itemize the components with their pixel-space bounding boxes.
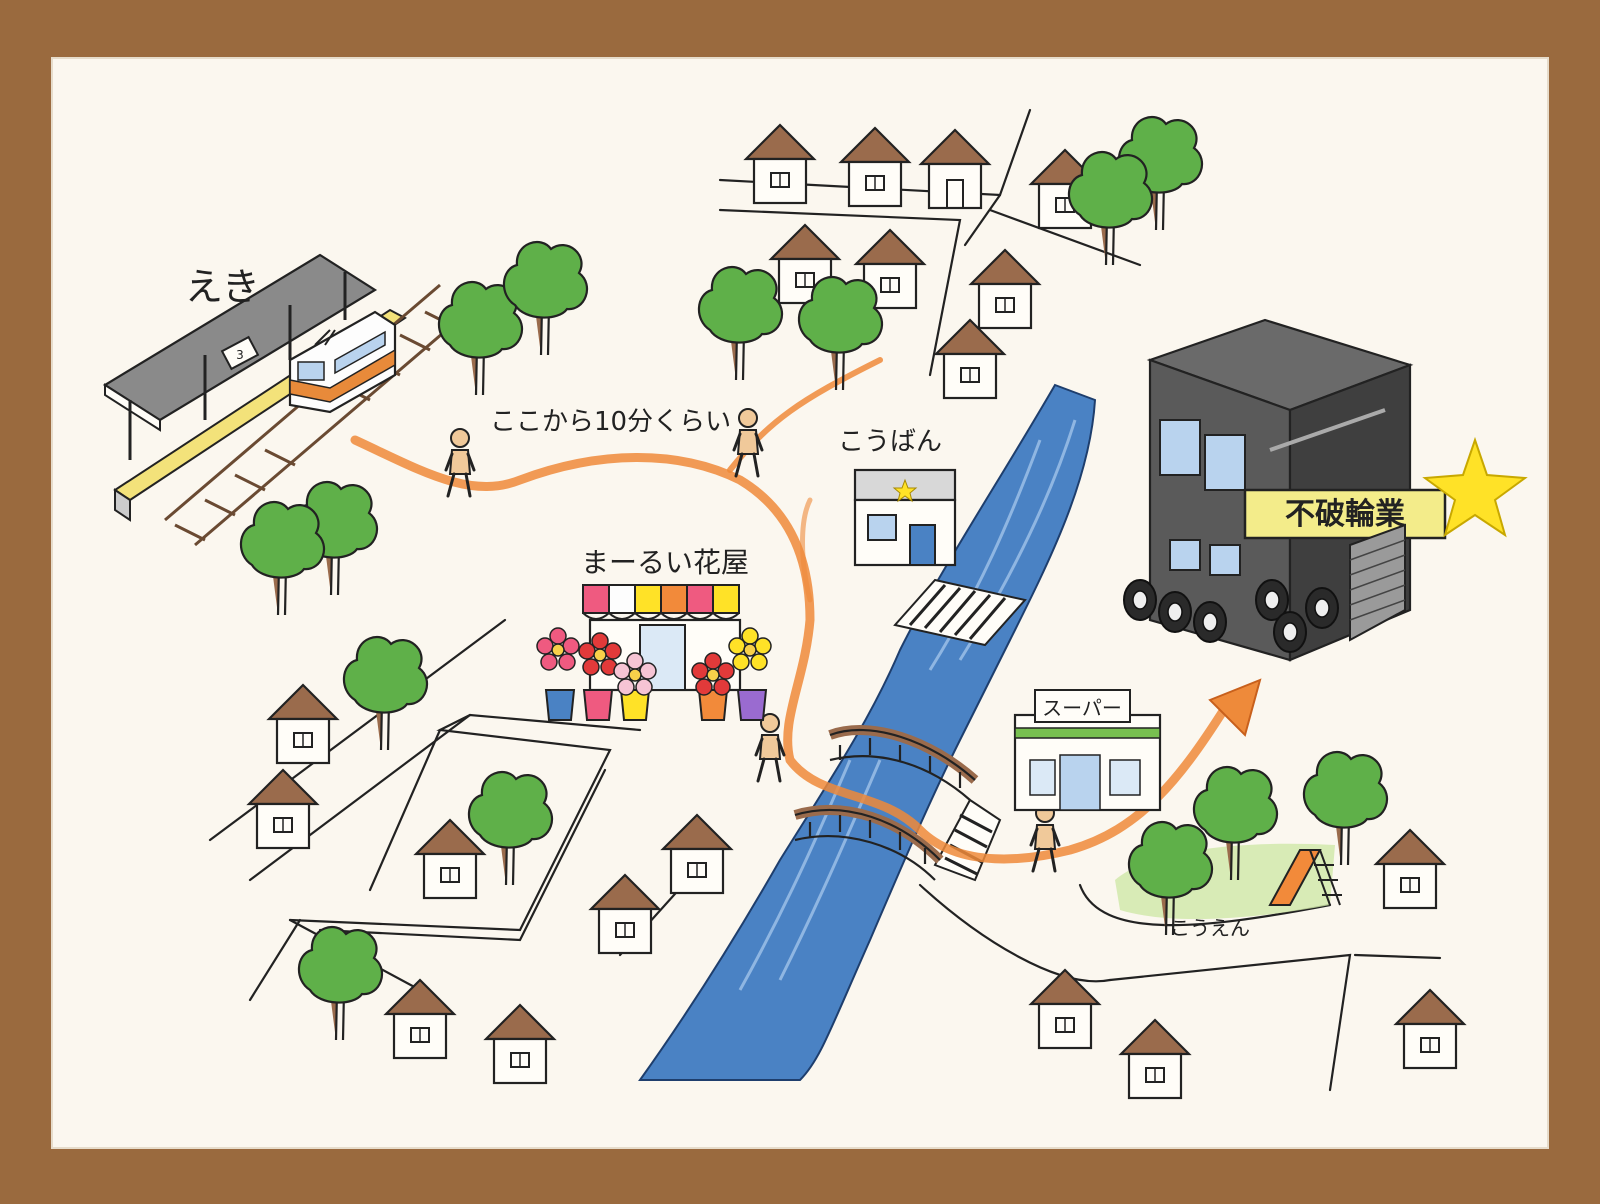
bridge-icon <box>828 725 979 801</box>
train-icon <box>288 310 397 414</box>
station-label: えき <box>185 265 260 309</box>
flower-pot-icon <box>737 689 767 721</box>
flower-shop: まーるい花屋 <box>536 546 772 721</box>
police-box: こうばん <box>838 427 957 567</box>
company-building: 不破輪業 <box>1123 318 1528 662</box>
company-sign <box>1243 488 1447 540</box>
tire-icon <box>1123 579 1157 621</box>
tire-icon <box>1193 601 1227 643</box>
star-icon <box>1422 436 1528 538</box>
supermarket-label: スーパー <box>1042 696 1122 720</box>
route-note: ここから10分くらい <box>490 407 731 437</box>
police-box-label: こうばん <box>838 427 942 457</box>
platform-number: 3 <box>236 348 244 362</box>
route-arrow-icon <box>1208 678 1262 737</box>
star-icon <box>892 478 918 503</box>
tire-icon <box>1273 611 1307 653</box>
bridge-icon <box>793 805 944 881</box>
flower-shop-label: まーるい花屋 <box>581 546 749 579</box>
supermarket: スーパー <box>1013 689 1162 812</box>
slide-icon <box>1268 849 1342 906</box>
crosswalk-icon <box>893 578 1027 647</box>
flower-pot-icon <box>583 689 613 721</box>
company-label: 不破輪業 <box>1285 497 1405 532</box>
tire-icon <box>1305 587 1339 629</box>
park-label: こうえん <box>1170 916 1250 940</box>
flower-pot-icon <box>545 689 575 721</box>
tire-icon <box>1158 591 1192 633</box>
